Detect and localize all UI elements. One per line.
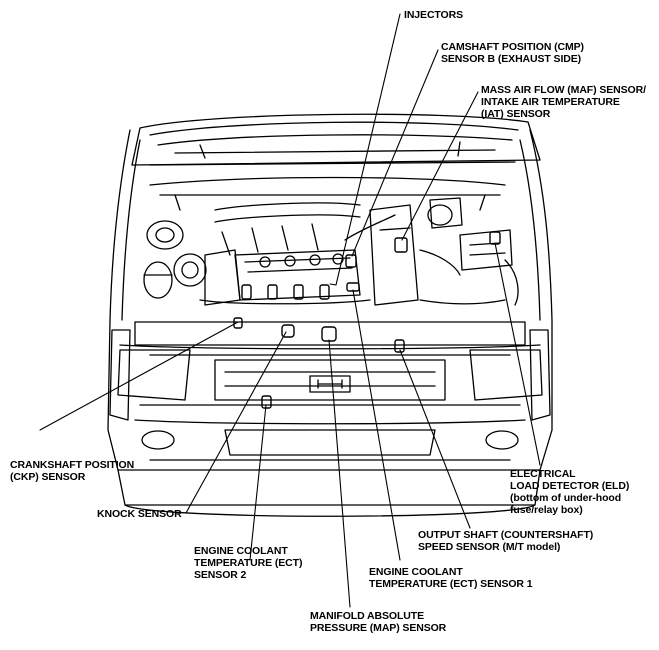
eld-label: ELECTRICAL LOAD DETECTOR (ELD) (bottom o…: [510, 468, 629, 516]
label-line: (bottom of under-hood: [510, 492, 622, 504]
label-line: SPEED SENSOR (M/T model): [418, 541, 561, 553]
label-line: TEMPERATURE (ECT): [194, 557, 303, 569]
output-shaft-sensor-label: OUTPUT SHAFT (COUNTERSHAFT) SPEED SENSOR…: [418, 529, 593, 553]
injector-row: [241, 284, 330, 300]
label-line: LOAD DETECTOR (ELD): [510, 480, 630, 492]
label-line: SENSOR 2: [194, 569, 247, 581]
eld-sensor-mark: [489, 231, 501, 245]
front-bumper: [109, 321, 551, 461]
label-line: INTAKE AIR TEMPERATURE: [481, 96, 620, 108]
label-line: (CKP) SENSOR: [10, 471, 86, 483]
sensor-marks: [233, 231, 501, 409]
knock-sensor-mark: [281, 324, 295, 338]
label-line: MASS AIR FLOW (MAF) SENSOR/: [481, 84, 646, 96]
map-sensor-label: MANIFOLD ABSOLUTE PRESSURE (MAP) SENSOR: [310, 610, 446, 634]
ckp-sensor-label: CRANKSHAFT POSITION (CKP) SENSOR: [10, 459, 134, 483]
cmp-sensor-mark: [345, 254, 357, 268]
maf-sensor-mark: [394, 237, 408, 253]
ckp-sensor-mark: [233, 317, 243, 329]
map-sensor-mark: [321, 326, 337, 342]
label-line: ENGINE COOLANT: [369, 566, 463, 578]
label-line: OUTPUT SHAFT (COUNTERSHAFT): [418, 529, 594, 541]
label-line: MANIFOLD ABSOLUTE: [310, 610, 424, 622]
ect2-sensor-label: ENGINE COOLANT TEMPERATURE (ECT) SENSOR …: [194, 545, 302, 581]
knock-sensor-label: KNOCK SENSOR: [97, 508, 182, 520]
label-line: ENGINE COOLANT: [194, 545, 288, 557]
label-line: INJECTORS: [404, 9, 464, 21]
engine-bay: [143, 176, 519, 306]
label-line: PRESSURE (MAP) SENSOR: [310, 622, 447, 634]
ect2-sensor-mark: [261, 395, 272, 409]
label-line: KNOCK SENSOR: [97, 508, 182, 520]
leader-lines: [39, 13, 541, 608]
label-line: SENSOR B (EXHAUST SIDE): [441, 53, 582, 65]
label-line: ELECTRICAL: [510, 468, 576, 480]
label-line: CAMSHAFT POSITION (CMP): [441, 41, 584, 53]
label-line: TEMPERATURE (ECT) SENSOR 1: [369, 578, 533, 590]
output-shaft-sensor-mark: [394, 339, 405, 353]
maf-sensor-label: MASS AIR FLOW (MAF) SENSOR/ INTAKE AIR T…: [481, 84, 646, 120]
hood: [131, 113, 541, 166]
label-line: fuse/relay box): [510, 504, 583, 516]
injectors-label: INJECTORS: [404, 9, 463, 21]
cmp-sensor-label: CAMSHAFT POSITION (CMP) SENSOR B (EXHAUS…: [441, 41, 584, 65]
body-outline: [107, 129, 553, 517]
label-line: (IAT) SENSOR: [481, 108, 551, 120]
label-line: CRANKSHAFT POSITION: [10, 459, 135, 471]
ect1-sensor-label: ENGINE COOLANT TEMPERATURE (ECT) SENSOR …: [369, 566, 533, 590]
